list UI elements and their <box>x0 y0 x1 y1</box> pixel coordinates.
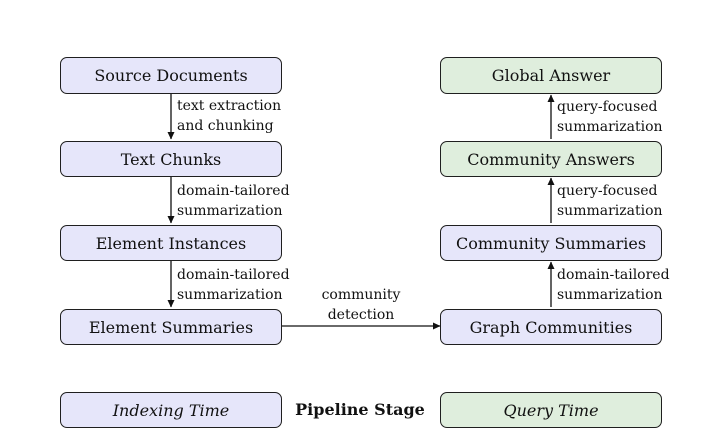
node-community-summaries: Community Summaries <box>440 225 662 261</box>
edge-label-chunks-summarization: domain-tailored summarization <box>177 181 290 221</box>
edge-label-line: summarization <box>557 287 663 303</box>
edge-label-line: and chunking <box>177 118 274 134</box>
legend-pipeline-stage: Pipeline Stage <box>295 399 425 419</box>
edge-label-line: domain-tailored <box>177 183 290 199</box>
edge-label-line: summarization <box>557 119 663 135</box>
edge-label-line: domain-tailored <box>177 267 290 283</box>
edge-label-global-query-focused: query-focused summarization <box>557 97 663 137</box>
edge-label-text-extraction: text extraction and chunking <box>177 96 281 136</box>
edge-label-community-detection: community detection <box>301 285 421 325</box>
edge-label-instances-summarization: domain-tailored summarization <box>177 265 290 305</box>
node-element-instances: Element Instances <box>60 225 282 261</box>
node-global-answer: Global Answer <box>440 57 662 94</box>
edge-label-line: domain-tailored <box>557 267 670 283</box>
edge-label-line: text extraction <box>177 98 282 114</box>
edge-label-line: summarization <box>557 203 663 219</box>
node-community-answers: Community Answers <box>440 141 662 177</box>
edge-label-line: community <box>321 287 401 303</box>
edge-label-line: query-focused <box>557 183 658 199</box>
node-element-summaries: Element Summaries <box>60 309 282 345</box>
edge-label-answers-query-focused: query-focused summarization <box>557 181 663 221</box>
edge-label-line: query-focused <box>557 99 658 115</box>
node-graph-communities: Graph Communities <box>440 309 662 345</box>
edge-label-line: detection <box>327 307 395 323</box>
edge-label-line: summarization <box>177 287 283 303</box>
node-text-chunks: Text Chunks <box>60 141 282 177</box>
legend-indexing-time: Indexing Time <box>60 392 282 428</box>
node-source-documents: Source Documents <box>60 57 282 94</box>
edge-label-communities-summarization: domain-tailored summarization <box>557 265 670 305</box>
edge-label-line: summarization <box>177 203 283 219</box>
legend-query-time: Query Time <box>440 392 662 428</box>
